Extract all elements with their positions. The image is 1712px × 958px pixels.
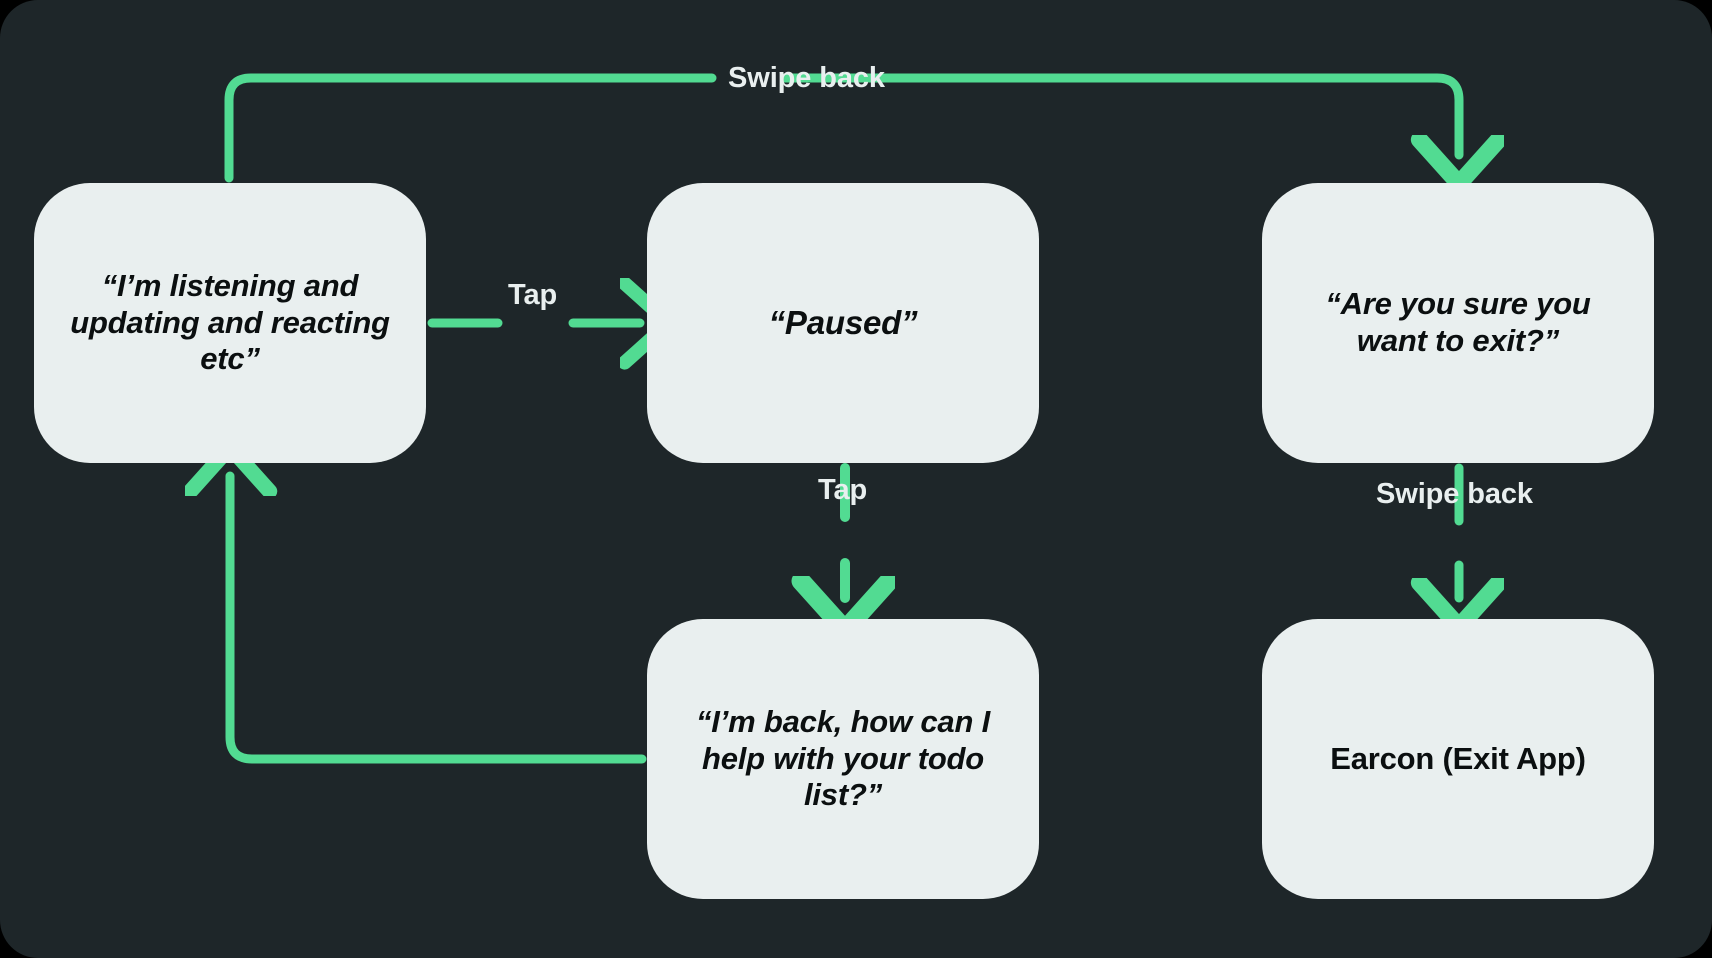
node-card-earcon[interactable]: Earcon (Exit App) bbox=[1262, 619, 1654, 899]
node-card-back[interactable]: “I’m back, how can I help with your todo… bbox=[647, 619, 1039, 899]
node-label-listening: “I’m listening and updating and reacting… bbox=[70, 268, 390, 377]
node-card-exit-confirm[interactable]: “Are you sure you want to exit?” bbox=[1262, 183, 1654, 463]
edge-label-swipe-back-exit-to-earcon: Swipe back bbox=[1376, 478, 1533, 510]
node-card-paused[interactable]: “Paused” bbox=[647, 183, 1039, 463]
node-label-back: “I’m back, how can I help with your todo… bbox=[695, 704, 991, 813]
node-label-exit-confirm: “Are you sure you want to exit?” bbox=[1325, 286, 1591, 358]
edge-label-tap-paused-to-back: Tap bbox=[818, 474, 868, 506]
node-label-paused: “Paused” bbox=[768, 303, 918, 341]
edge-back-to-listening bbox=[230, 476, 647, 764]
node-card-listening[interactable]: “I’m listening and updating and reacting… bbox=[34, 183, 426, 463]
edge-label-tap-listening-to-paused: Tap bbox=[508, 279, 558, 311]
edge-label-swipe-back-top: Swipe back bbox=[728, 62, 885, 94]
node-label-earcon: Earcon (Exit App) bbox=[1330, 740, 1586, 776]
